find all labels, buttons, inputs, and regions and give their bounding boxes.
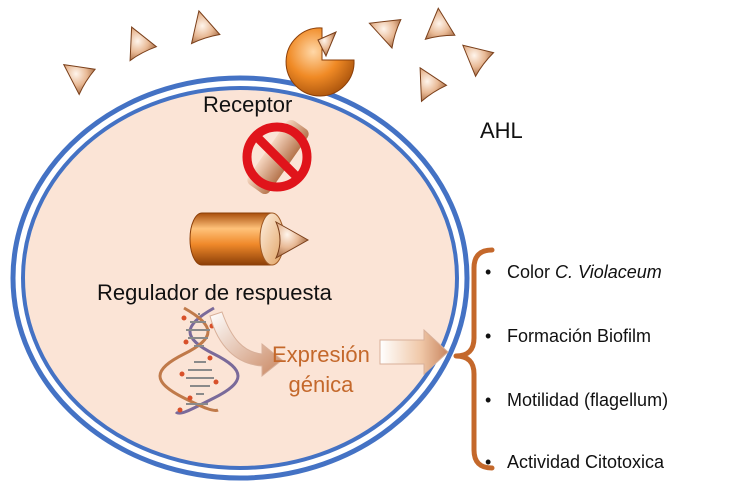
ahl-molecule-icon [62,64,97,96]
ahl-molecule-icon [424,7,456,40]
dna-helix-icon [158,306,240,415]
effect-cytotoxic-text: Actividad Citotoxica [507,452,665,472]
effect-color-prefix: Color [507,262,556,282]
bullet: • [485,452,492,472]
outer-membrane [10,75,470,481]
ahl-molecules [62,7,495,103]
curved-arrow-icon [209,311,283,378]
effect-item-motility: • Motilidad (flagellum) [485,390,668,411]
bullet: • [485,326,492,346]
ahl-molecule-icon [419,66,448,103]
ahl-label: AHL [480,118,523,143]
bullet: • [485,390,492,410]
gene-expression-line1: Expresión [272,342,370,367]
prohibition-icon [242,122,312,192]
ahl-molecule-icon [190,9,221,45]
effect-motility-text: Motilidad (flagellum) [507,390,669,410]
bullet: • [485,262,492,282]
regulator-cylinder-icon [189,212,310,266]
ahl-molecule-icon [129,26,158,62]
receptor-icon [285,27,355,97]
effect-item-cytotoxic: • Actividad Citotoxica [485,452,664,473]
arrow-icon [379,328,449,376]
gene-expression-line2: génica [288,372,354,397]
ahl-molecule-icon [461,44,495,78]
ahl-molecule-icon [368,19,402,50]
regulator-label: Regulador de respuesta [97,280,332,305]
effect-item-biofilm: • Formación Biofilm [485,326,651,347]
curly-brace-icon [453,247,495,471]
bacterial-cell [10,75,470,481]
inner-membrane [21,86,459,470]
gene-expression-label: Expresión génica [272,340,370,400]
effect-color-species: C. Violaceum [555,262,662,282]
receptor-label: Receptor [203,92,293,117]
effect-biofilm-text: Formación Biofilm [507,326,652,346]
effect-item-color: • Color C. Violaceum [485,262,662,283]
